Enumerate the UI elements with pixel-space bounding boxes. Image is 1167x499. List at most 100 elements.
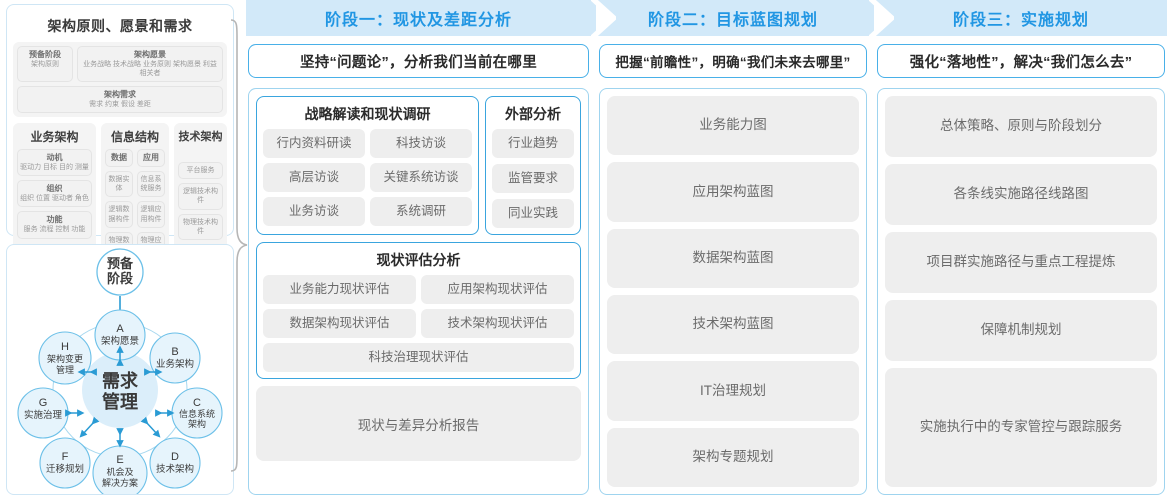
svg-text:业务架构: 业务架构	[156, 358, 194, 370]
togaf-column-business: 业务架构 动机 驱动力 目标 目的 测量 组织 组织 位置 驱动者 角色 功能	[13, 123, 96, 263]
pill-item[interactable]: 技术架构现状评估	[421, 309, 574, 338]
togaf-item-organization: 组织 组织 位置 驱动者 角色	[17, 180, 92, 208]
svg-text:G: G	[39, 397, 48, 409]
togaf-item-data-entity: 数据实体	[105, 171, 133, 198]
pill-item[interactable]: 科技访谈	[370, 129, 472, 158]
pill-item[interactable]: 系统调研	[370, 197, 472, 226]
togaf-subcolumn-application: 应用 信息系统服务 逻辑应用构件 物理应用构件	[137, 149, 165, 258]
svg-text:架构变更: 架构变更	[47, 353, 83, 364]
pill-item[interactable]: 行业趋势	[492, 129, 574, 158]
phase-1-body: 战略解读和现状调研 行内资料研读 科技访谈 高层访谈 关键系统访谈 业务访谈 系…	[248, 88, 589, 495]
phase-2-banner-text: 阶段二：目标蓝图规划	[647, 12, 818, 29]
svg-text:D: D	[171, 451, 179, 463]
phase-column-1: 阶段一：现状及差距分析 坚持“问题论”，分析我们当前在哪里 战略解读和现状调研 …	[246, 0, 610, 499]
phase-3-banner-text: 阶段三：实施规划	[952, 12, 1089, 29]
svg-text:A: A	[116, 323, 124, 335]
pill-item[interactable]: 应用架构现状评估	[421, 275, 574, 304]
group-external-analysis: 外部分析 行业趋势 监管要求 同业实践	[485, 96, 581, 235]
svg-text:迁移规划: 迁移规划	[46, 463, 84, 475]
svg-text:架构: 架构	[188, 418, 206, 429]
bigpill-item[interactable]: 数据架构蓝图	[607, 228, 859, 288]
phase-3-banner: 阶段三：实施规划	[874, 0, 1167, 36]
bigpill-item[interactable]: 应用架构蓝图	[607, 162, 859, 222]
phase-3-subtitle: 强化“落地性”，解决“我们怎么去”	[877, 44, 1165, 78]
togaf-framework-card: 架构原则、愿景和需求 预备阶段 架构原则 架构愿景 业务战略 技术战略 业务原则…	[6, 4, 234, 314]
adm-cycle-svg: 预备 阶段 需求 管理 A 架构愿景 B 业务架构 C	[17, 248, 223, 494]
pill-item[interactable]: 业务访谈	[263, 197, 365, 226]
togaf-title: 架构原则、愿景和需求	[47, 18, 193, 34]
phase-2-arrow-tip	[868, 0, 888, 36]
togaf-item-data: 数据	[105, 149, 133, 168]
togaf-item-logical-app: 逻辑应用构件	[137, 201, 165, 228]
bigpill-item[interactable]: 总体策略、原则与阶段划分	[885, 96, 1157, 157]
group-current-state-assessment: 现状评估分析 业务能力现状评估 应用架构现状评估 数据架构现状评估 技术架构现状…	[256, 242, 581, 379]
phase-1-subtitle: 坚持“问题论”，分析我们当前在哪里	[248, 44, 589, 78]
togaf-column-technology-title: 技术架构	[178, 131, 223, 144]
svg-text:H: H	[61, 341, 69, 353]
bigpill-item[interactable]: 架构专题规划	[607, 427, 859, 487]
togaf-column-business-title: 业务架构	[30, 130, 79, 145]
togaf-subcolumn-data: 数据 数据实体 逻辑数据构件 物理数据构件	[105, 149, 133, 258]
svg-text:实施治理: 实施治理	[24, 409, 63, 421]
phase-2-body: 业务能力图 应用架构蓝图 数据架构蓝图 技术架构蓝图 IT治理规划 架构专题规划	[599, 88, 867, 495]
bigpill-item[interactable]: 各条线实施路径线路图	[885, 163, 1157, 225]
svg-text:架构愿景: 架构愿景	[101, 335, 139, 347]
left-reference-panel: 架构原则、愿景和需求 预备阶段 架构原则 架构愿景 业务战略 技术战略 业务原则…	[6, 4, 234, 495]
togaf-item-function: 功能 服务 流程 控制 功能	[17, 211, 92, 239]
phase-1-arrow-tip	[590, 0, 610, 36]
phase-2-item-list: 业务能力图 应用架构蓝图 数据架构蓝图 技术架构蓝图 IT治理规划 架构专题规划	[607, 96, 859, 487]
bigpill-item[interactable]: 项目群实施路径与重点工程提炼	[885, 231, 1157, 293]
brace-connector	[228, 18, 250, 478]
pill-item[interactable]: 同业实践	[492, 199, 574, 228]
pill-item[interactable]: 监管要求	[492, 164, 574, 193]
togaf-item-is-service: 信息系统服务	[137, 171, 165, 198]
pill-item[interactable]: 关键系统访谈	[370, 163, 472, 192]
phase-1-banner-text: 阶段一：现状及差距分析	[324, 12, 512, 29]
phase-column-2: 阶段二：目标蓝图规划 把握“前瞻性”，明确“我们未来去哪里” 业务能力图 应用架…	[596, 0, 888, 499]
phase-column-3: 阶段三：实施规划 强化“落地性”，解决“我们怎么去” 总体策略、原则与阶段划分 …	[874, 0, 1167, 499]
phase-columns: 阶段一：现状及差距分析 坚持“问题论”，分析我们当前在哪里 战略解读和现状调研 …	[246, 0, 1167, 499]
svg-text:阶段: 阶段	[107, 271, 133, 286]
adm-cycle-card: 预备 阶段 需求 管理 A 架构愿景 B 业务架构 C	[6, 244, 234, 495]
group-external-analysis-title: 外部分析	[505, 106, 561, 122]
togaf-band-requirements: 预备阶段 架构原则 架构愿景 业务战略 技术战略 业务原则 架构愿景 利益相关者…	[13, 42, 227, 118]
phase-1-top-groups: 战略解读和现状调研 行内资料研读 科技访谈 高层访谈 关键系统访谈 业务访谈 系…	[256, 96, 581, 235]
togaf-item-platform-service: 平台服务	[178, 162, 223, 180]
pill-item[interactable]: 科技治理现状评估	[263, 343, 574, 372]
phase-1-banner: 阶段一：现状及差距分析	[246, 0, 610, 36]
bigpill-item[interactable]: 技术架构蓝图	[607, 294, 859, 355]
svg-text:E: E	[116, 454, 123, 466]
svg-text:需求: 需求	[102, 370, 139, 391]
togaf-cell-arch-requirements: 架构需求 需求 约束 假设 差距	[17, 86, 223, 114]
pill-item[interactable]: 行内资料研读	[263, 129, 365, 158]
togaf-row-1: 预备阶段 架构原则 架构愿景 业务战略 技术战略 业务原则 架构愿景 利益相关者	[17, 46, 223, 83]
togaf-column-technology: 技术架构 平台服务 逻辑技术构件 物理技术构件	[174, 123, 227, 263]
togaf-item-application: 应用	[137, 149, 165, 168]
group-current-state-assessment-title: 现状评估分析	[376, 252, 461, 268]
phase-3-item-list: 总体策略、原则与阶段划分 各条线实施路径线路图 项目群实施路径与重点工程提炼 保…	[885, 96, 1157, 488]
togaf-column-information: 信息结构 数据 数据实体 逻辑数据构件	[101, 123, 169, 263]
togaf-item-physical-tech: 物理技术构件	[178, 213, 223, 240]
svg-text:解决方案: 解决方案	[102, 477, 138, 488]
togaf-domain-columns: 业务架构 动机 驱动力 目标 目的 测量 组织 组织 位置 驱动者 角色 功能	[13, 123, 227, 263]
phase-3-body: 总体策略、原则与阶段划分 各条线实施路径线路图 项目群实施路径与重点工程提炼 保…	[877, 88, 1165, 495]
togaf-item-motivation: 动机 驱动力 目标 目的 测量	[17, 149, 92, 177]
svg-text:B: B	[171, 346, 178, 358]
pill-item[interactable]: 高层访谈	[263, 163, 365, 192]
pill-item[interactable]: 数据架构现状评估	[263, 309, 416, 338]
bigpill-item[interactable]: 实施执行中的专家管控与跟踪服务	[885, 367, 1157, 488]
svg-text:F: F	[62, 451, 69, 463]
bigpill-item[interactable]: 保障机制规划	[885, 299, 1157, 361]
togaf-row-2: 架构需求 需求 约束 假设 差距	[17, 86, 223, 114]
bigpill-item[interactable]: IT治理规划	[607, 361, 859, 421]
svg-text:机会及: 机会及	[106, 466, 133, 477]
phase-2-banner: 阶段二：目标蓝图规划	[596, 0, 888, 36]
group-strategy-research: 战略解读和现状调研 行内资料研读 科技访谈 高层访谈 关键系统访谈 业务访谈 系…	[256, 96, 479, 235]
phase-2-subtitle: 把握“前瞻性”，明确“我们未来去哪里”	[599, 44, 867, 78]
bigpill-item[interactable]: 业务能力图	[607, 96, 859, 156]
svg-text:管理: 管理	[102, 391, 138, 412]
togaf-item-logical-tech: 逻辑技术构件	[178, 183, 223, 210]
pill-item[interactable]: 业务能力现状评估	[263, 275, 416, 304]
phase-1-report-box[interactable]: 现状与差异分析报告	[256, 386, 581, 461]
